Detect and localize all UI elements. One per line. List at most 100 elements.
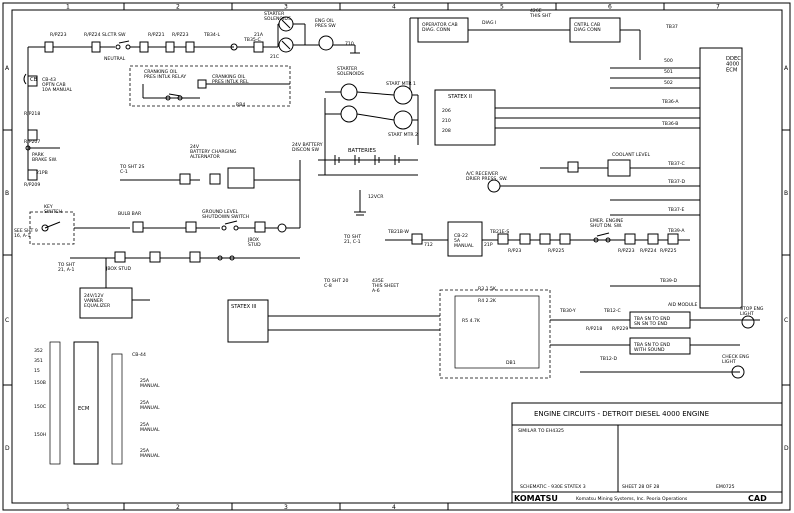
col-label: 7 [716, 4, 720, 11]
sheet-label: SHEET 28 OF 28 [622, 484, 659, 490]
ecm-pin-label: 150B [34, 380, 46, 386]
col-label: 6 [608, 4, 612, 11]
diag1-label: DIAG I [482, 20, 496, 26]
wire-label: TB30-Y [559, 308, 576, 314]
wire-label: TB37-E [667, 207, 684, 213]
wire-label: 500 [664, 58, 673, 64]
ecm-pin-label: 150H [34, 432, 46, 438]
wire-label: TB37 [665, 24, 678, 30]
wire-label: TB34-L [203, 32, 220, 38]
col-label: 3 [284, 504, 288, 511]
cad-label: CAD [748, 494, 767, 503]
db1-label: DB1 [506, 360, 516, 366]
wire-label: TB37-D [667, 179, 685, 185]
wire-label: R/PZ24 [640, 248, 657, 254]
col-label: 5 [500, 4, 504, 11]
wire-label: 21C [270, 54, 279, 60]
fuse-label: CB [30, 77, 38, 83]
wire-label: TB36-B [661, 121, 678, 127]
wire-label: TB37-C [667, 161, 685, 167]
r4-label: R4 2.2K [478, 298, 497, 304]
row-label: A [784, 65, 789, 72]
col-label: 4 [392, 4, 396, 11]
wire-label: R/P229 [612, 326, 628, 332]
cb44-label: CB-44 [132, 352, 146, 358]
row-label: C [784, 317, 788, 324]
wire-label: TB35-C [243, 37, 261, 43]
wire-label: R/P218 [586, 326, 602, 332]
ecm-pin-label: 352 [34, 348, 43, 354]
col-label: 1 [66, 4, 70, 11]
col-label: 2 [176, 504, 180, 511]
wire-label: 712 [424, 242, 433, 248]
ecm-pin-label: 150C [34, 404, 46, 410]
statex-iii: STATEX III R3 1.5K R4 2.2K R5 4.7K DB1 T… [227, 278, 551, 379]
title-block: ENGINE CIRCUITS - DETROIT DIESEL 4000 EN… [511, 402, 783, 504]
row-label: D [5, 445, 10, 452]
wire-label: TB21B-W [387, 229, 409, 235]
relay-ref: RB4 [236, 102, 245, 108]
wire-label: R/P207 [24, 139, 40, 145]
coolant-label: COOLANT LEVEL [612, 152, 650, 158]
wire-label: TB12-C [603, 308, 621, 314]
wire-label: TB36-A [661, 99, 679, 105]
jbox-row: JBOX STUD [70, 251, 300, 272]
neutral-label: NEUTRAL [104, 56, 126, 62]
wire-label: R/P209 [24, 182, 40, 188]
r5-label: R5 4.7K [462, 318, 481, 324]
subtitle: SIMILAR TO EH4325 [518, 428, 564, 434]
wire-label: 12VCR [368, 194, 384, 200]
komatsu-brand: KOMATSU [514, 494, 558, 503]
row-label: C [5, 317, 9, 324]
row-label: A [5, 65, 10, 72]
row-label: B [5, 190, 9, 197]
top-feed-circuit: CB [23, 16, 306, 181]
wire-label: 21A [254, 32, 264, 38]
wire-label: R/P23 [508, 248, 521, 254]
batteries-label: BATTERIES [348, 148, 376, 154]
main-title: ENGINE CIRCUITS - DETROIT DIESEL 4000 EN… [534, 410, 709, 418]
pin-label: 208 [442, 128, 451, 134]
wire-label: R/PZ23 [172, 32, 189, 38]
company-name: Komatsu Mining Systems, Inc. Peoria Oper… [576, 496, 688, 502]
wire-label: TB21E-S [489, 229, 509, 235]
wire-label: R/PZ24 [84, 32, 101, 38]
wire-label: 502 [664, 80, 673, 86]
aid-module-label: AID MODULE [668, 302, 698, 308]
pin-label: 206 [442, 108, 451, 114]
sltr-sw-label: SLCTR SW [102, 32, 126, 38]
statex3-label: STATEX III [231, 304, 257, 310]
jbox-stud2-label: JBOX STUD [105, 266, 131, 272]
